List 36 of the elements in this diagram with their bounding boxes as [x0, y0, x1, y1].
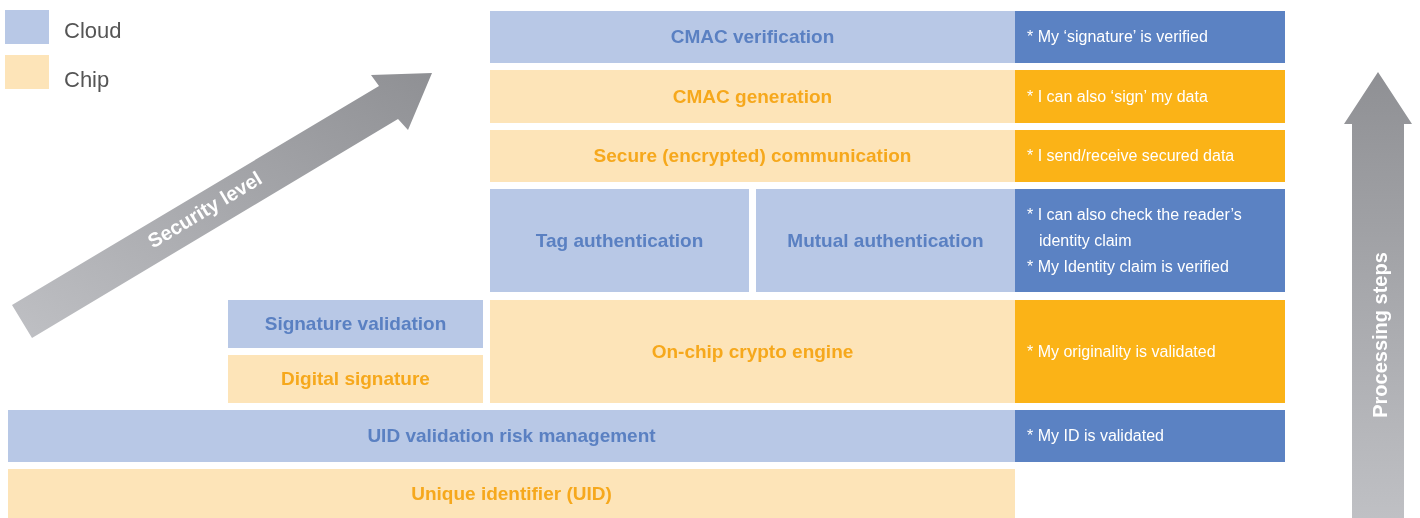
- layer-label: Signature validation: [264, 313, 447, 335]
- note-text: * My originality is validated: [1027, 341, 1216, 362]
- cloud-layer-box: [490, 11, 1015, 63]
- legend-label: Cloud: [64, 18, 122, 44]
- layer-label: CMAC generation: [672, 85, 833, 108]
- layer-label: On-chip crypto engine: [651, 340, 854, 363]
- layer-label: Mutual authentication: [787, 229, 984, 252]
- cloud-layer-box: [228, 300, 483, 348]
- note-text: * I can also check the reader’s identity claim: [1027, 204, 1243, 251]
- cloud-layer-box: [8, 410, 1015, 462]
- chip-layer-box: [228, 355, 483, 403]
- note-text: * My ‘signature’ is verified: [1027, 27, 1208, 47]
- note-text: * I send/receive secured data: [1027, 146, 1235, 166]
- layer-label: Tag authentication: [535, 229, 704, 252]
- note-box: [1015, 130, 1285, 182]
- legend-label: Chip: [64, 67, 110, 93]
- layer-label: UID validation risk management: [367, 425, 656, 447]
- chip-layer-box: [490, 70, 1015, 123]
- chip-layer-box: [8, 469, 1015, 518]
- note-box: [1015, 11, 1285, 63]
- layer-label: Secure (encrypted) communication: [593, 145, 912, 167]
- note-box: [1015, 189, 1285, 292]
- chip-layer-box: [490, 300, 1015, 403]
- note-box: [1015, 410, 1285, 462]
- layer-label: Unique identifier (UID): [411, 482, 612, 505]
- cloud-layer-box: [490, 189, 749, 292]
- layer-label: Digital signature: [281, 368, 430, 390]
- note-text: * I can also ‘sign’ my data: [1027, 86, 1208, 107]
- note-box: [1015, 300, 1285, 403]
- layer-label: CMAC verification: [670, 26, 835, 48]
- cloud-layer-box: [756, 189, 1015, 292]
- note-text: * My ID is validated: [1027, 426, 1164, 446]
- note-box: [1015, 70, 1285, 123]
- note-text: * My Identity claim is verified: [1027, 256, 1229, 277]
- arrow-label: Processing steps: [1368, 252, 1392, 418]
- chip-layer-box: [490, 130, 1015, 182]
